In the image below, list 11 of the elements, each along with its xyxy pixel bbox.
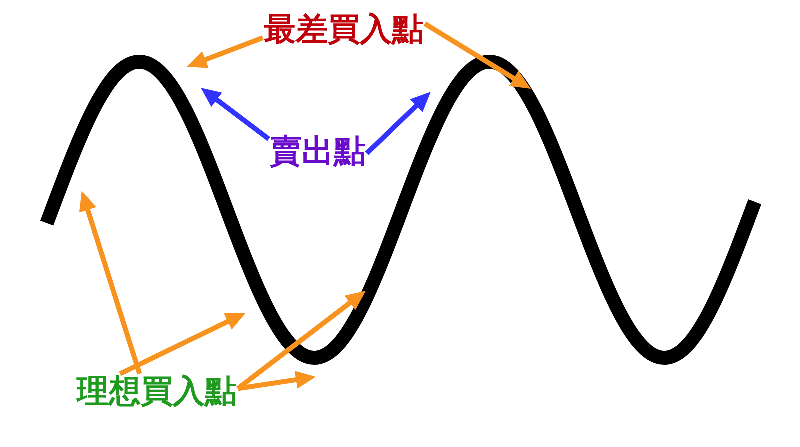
leader-arrow [365,92,431,156]
callout-label: 賣出點 [270,135,366,167]
callout-label: 理想買入點 [77,375,237,407]
leader-arrow [79,191,142,375]
callout-label: 最差買入點 [264,13,424,45]
leader-arrow [236,290,366,391]
leader-arrow [201,88,270,142]
leader-arrow [186,36,264,68]
leader-arrow [119,313,246,376]
leader-arrow [238,371,316,392]
leader-arrow [424,22,532,90]
